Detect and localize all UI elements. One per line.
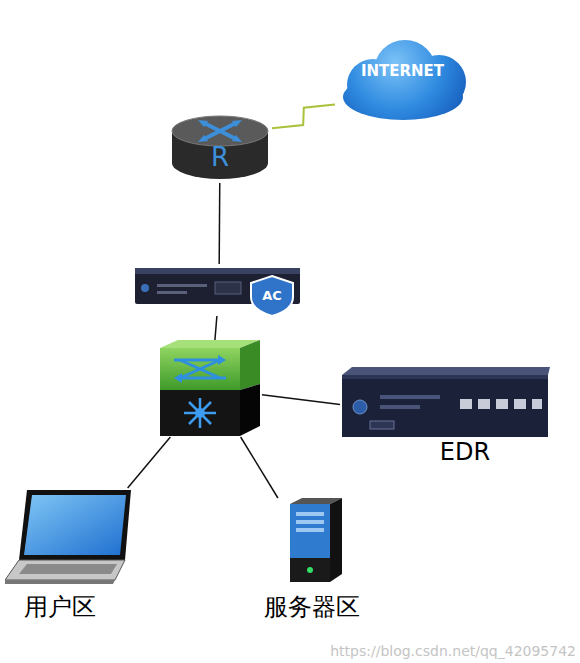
network-link: [241, 437, 278, 498]
node-label: 用户区: [5, 594, 115, 622]
network-link: [262, 395, 340, 405]
edr-device: EDR: [340, 365, 552, 470]
network-link: [218, 183, 220, 264]
network-link: [215, 316, 217, 340]
node-label: R: [168, 143, 272, 173]
internet-cloud: INTERNET: [335, 35, 470, 123]
network-link: [128, 437, 171, 488]
server-zone: 服务器区: [262, 498, 372, 626]
router-icon: R: [168, 113, 272, 183]
watermark: https://blog.csdn.net/qq_42095742: [330, 643, 576, 659]
node-label: 服务器区: [262, 594, 362, 622]
core-switch-shape: [160, 340, 262, 437]
node-label: EDR: [420, 439, 510, 467]
core-switch: [160, 340, 262, 437]
ac-device: AC: [135, 264, 303, 316]
node-label: INTERNET: [335, 63, 470, 80]
user-zone-laptop: 用户区: [5, 488, 133, 628]
wan-link: [272, 105, 335, 129]
node-label: AC: [254, 289, 290, 304]
